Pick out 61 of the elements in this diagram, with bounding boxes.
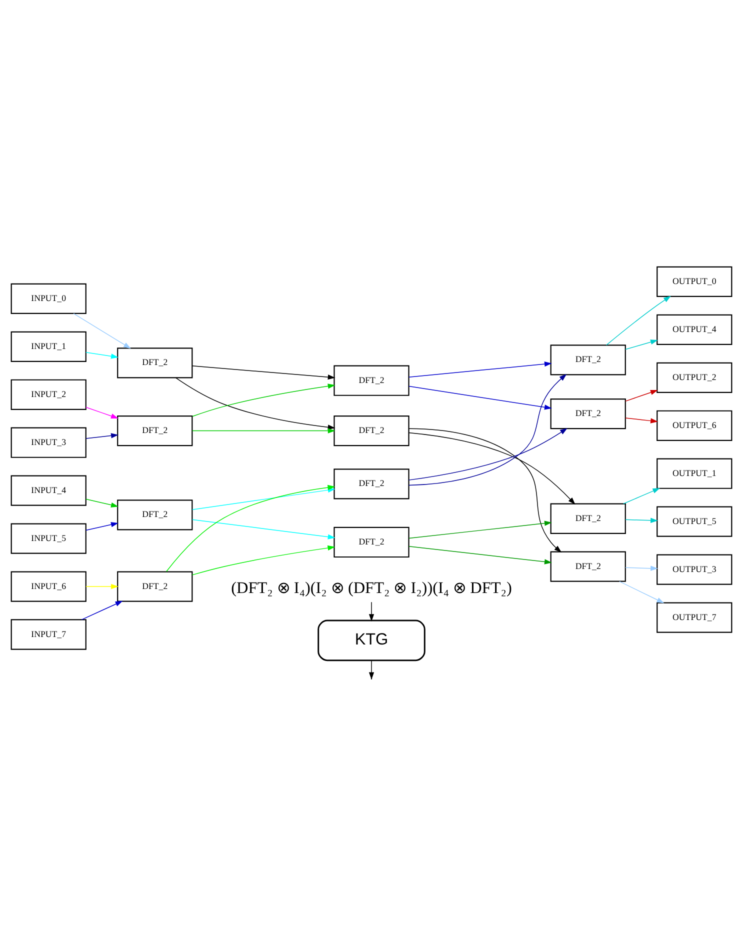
node-box: DFT_2: [334, 364, 410, 396]
node-box: INPUT_5: [10, 522, 86, 554]
node-box: OUTPUT_0: [656, 266, 732, 297]
node-box: DFT_2: [550, 502, 626, 534]
arrow: [175, 376, 336, 430]
node-box: OUTPUT_5: [656, 506, 732, 536]
arrow: [623, 488, 660, 504]
node-box: DFT_2: [334, 526, 410, 558]
arrow: [368, 601, 374, 622]
node-box: OUTPUT_4: [656, 314, 732, 344]
arrow: [192, 544, 336, 575]
arrow: [408, 432, 576, 504]
node-box: DFT_2: [550, 550, 626, 582]
node-box: INPUT_0: [10, 282, 86, 314]
arrow: [408, 546, 552, 564]
node-box: INPUT_3: [10, 426, 86, 458]
arrow: [625, 417, 658, 423]
arrow: [408, 520, 552, 538]
node-box: OUTPUT_6: [656, 410, 732, 440]
node-box: INPUT_1: [10, 330, 86, 362]
arrow: [408, 385, 552, 410]
arrow: [408, 374, 567, 486]
node-box: DFT_2: [550, 398, 626, 429]
arrow: [86, 522, 118, 530]
arrow: [606, 295, 671, 345]
node-box: OUTPUT_7: [656, 602, 732, 632]
arrow: [192, 365, 336, 380]
arrow: [86, 498, 118, 507]
arrow: [86, 432, 118, 438]
arrow: [625, 565, 658, 570]
arrow: [81, 600, 123, 620]
arrow: [192, 383, 336, 416]
arrow: [192, 428, 336, 433]
node-box: OUTPUT_2: [656, 362, 732, 392]
arrow: [625, 389, 658, 402]
node-box: DFT_2: [117, 347, 193, 378]
node-box: INPUT_2: [10, 378, 86, 410]
arrow: [408, 428, 562, 552]
arrow: [625, 517, 658, 522]
arrow: [86, 351, 118, 358]
node-box: DFT_2: [117, 414, 193, 446]
arrow: [86, 583, 118, 589]
arrow: [408, 428, 568, 480]
node-box: OUTPUT_3: [656, 554, 732, 584]
node-box: OUTPUT_1: [656, 458, 732, 488]
arrow: [86, 406, 118, 418]
node-box: INPUT_6: [10, 570, 86, 602]
arrow: [73, 312, 131, 348]
node-box: DFT_2: [117, 570, 193, 602]
node-box: INPUT_7: [10, 618, 86, 650]
node-box: INPUT_4: [10, 474, 86, 506]
arrow: [625, 339, 658, 350]
arrow: [192, 518, 336, 539]
node-box: DFT_2: [334, 414, 410, 446]
node-box: DFT_2: [550, 344, 626, 375]
node-box: DFT_2: [117, 499, 193, 530]
node-box: DFT_2: [334, 468, 410, 499]
node-text: (DFT₂ ⊗ I₄)(I₂ ⊗ (DFT₂ ⊗ I₂))(I₄ ⊗ DFT₂): [231, 578, 512, 596]
node-box: KTG: [318, 619, 426, 661]
arrow: [619, 580, 664, 603]
arrow: [408, 360, 552, 377]
